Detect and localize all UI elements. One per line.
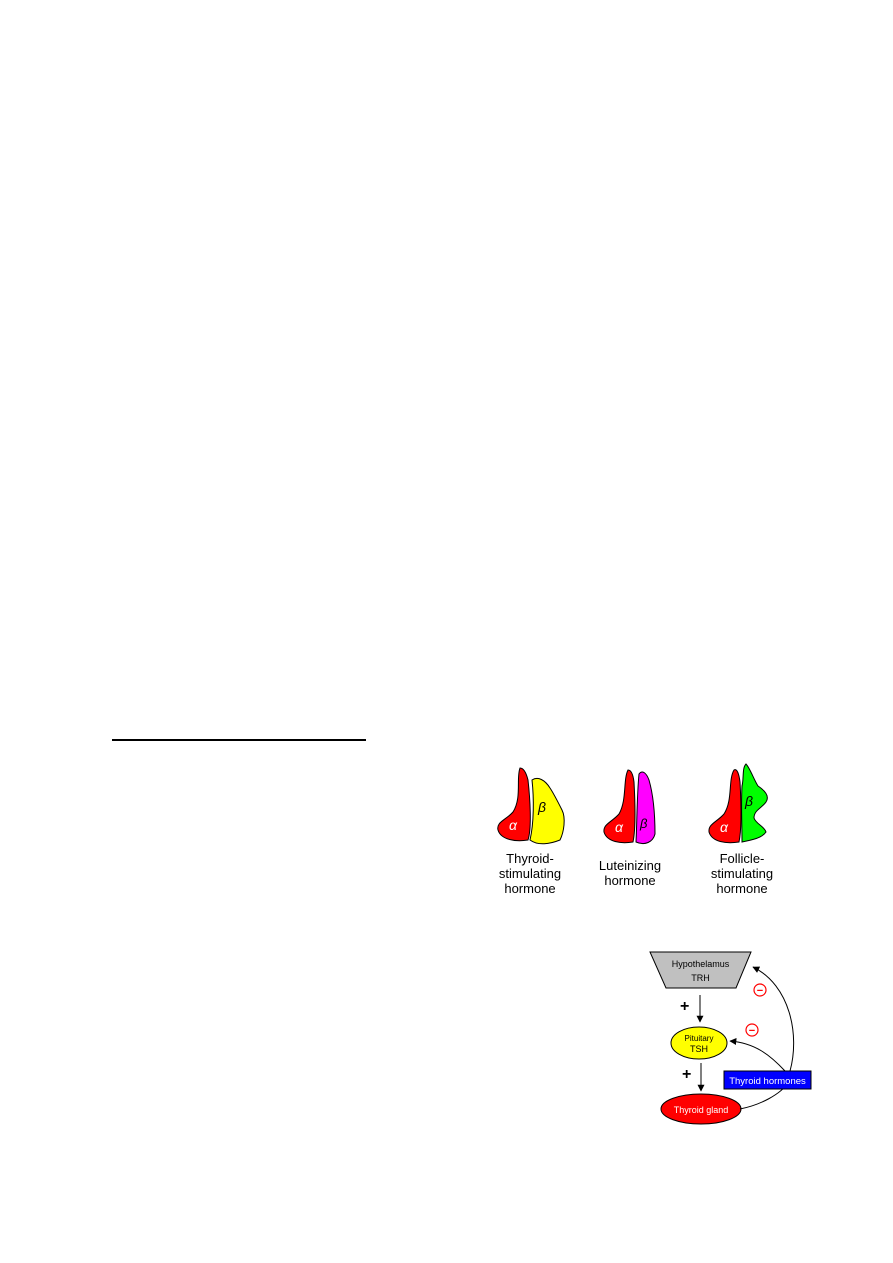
inhibition-sign-hypothalamus: − xyxy=(753,983,767,997)
lh-beta-symbol: β xyxy=(639,816,648,831)
negative-feedback-to-hypothalamus xyxy=(752,966,795,1072)
thyroid-hormones-label: Thyroid hormones xyxy=(729,1076,806,1087)
lh-subunits: α β xyxy=(603,769,656,845)
fsh-alpha-subunit xyxy=(708,769,742,844)
lh-alpha-symbol: α xyxy=(615,819,624,835)
thyroid-hormones-box: Thyroid hormones xyxy=(723,1070,812,1090)
fsh-beta-symbol: β xyxy=(744,793,753,809)
thyroid-axis-diagram: Hypothelamus TRH + Pituitary TSH + Thyro… xyxy=(649,951,812,1125)
fsh-subunits: α β xyxy=(708,763,768,844)
section-heading-underline xyxy=(112,739,366,741)
tsh-alpha-subunit xyxy=(497,767,531,842)
negative-feedback-to-pituitary xyxy=(729,1038,786,1072)
tsh-beta-symbol: β xyxy=(537,799,546,815)
lh-label: Luteinizing hormone xyxy=(598,858,662,888)
tsh-alpha-symbol: α xyxy=(509,817,518,833)
thyroid-gland-label: Thyroid gland xyxy=(674,1105,729,1115)
pituitary-label: Pituitary xyxy=(685,1034,714,1043)
pituitary-node: Pituitary TSH xyxy=(670,1026,728,1060)
svg-text:−: − xyxy=(749,1025,755,1037)
tsh-subunits: α β xyxy=(497,767,565,845)
fsh-label: Follicle- stimulating hormone xyxy=(710,851,774,896)
fsh-beta-subunit xyxy=(741,763,768,843)
hypothalamus-node: Hypothelamus TRH xyxy=(649,951,752,989)
svg-text:−: − xyxy=(757,985,763,997)
hypothalamus-label: Hypothelamus xyxy=(672,959,730,969)
tsh-beta-subunit xyxy=(529,777,565,845)
lh-alpha-subunit xyxy=(603,769,636,844)
thyroid-gland-node: Thyroid gland xyxy=(660,1093,742,1125)
stimulation-plus-sign-1: + xyxy=(680,998,689,1015)
glycoprotein-hormones-figure: α β α β α β Thyroid- stimulating hormone… xyxy=(470,760,790,910)
tsh-node-label: TSH xyxy=(690,1044,708,1054)
tsh-label: Thyroid- stimulating hormone xyxy=(498,851,562,896)
lh-beta-subunit xyxy=(635,771,656,845)
subunit-shapes: α β α β α β xyxy=(497,763,768,845)
trh-label: TRH xyxy=(691,973,710,983)
inhibition-sign-pituitary: − xyxy=(745,1023,759,1037)
stimulation-plus-sign-2: + xyxy=(682,1066,691,1083)
fsh-alpha-symbol: α xyxy=(720,819,729,835)
